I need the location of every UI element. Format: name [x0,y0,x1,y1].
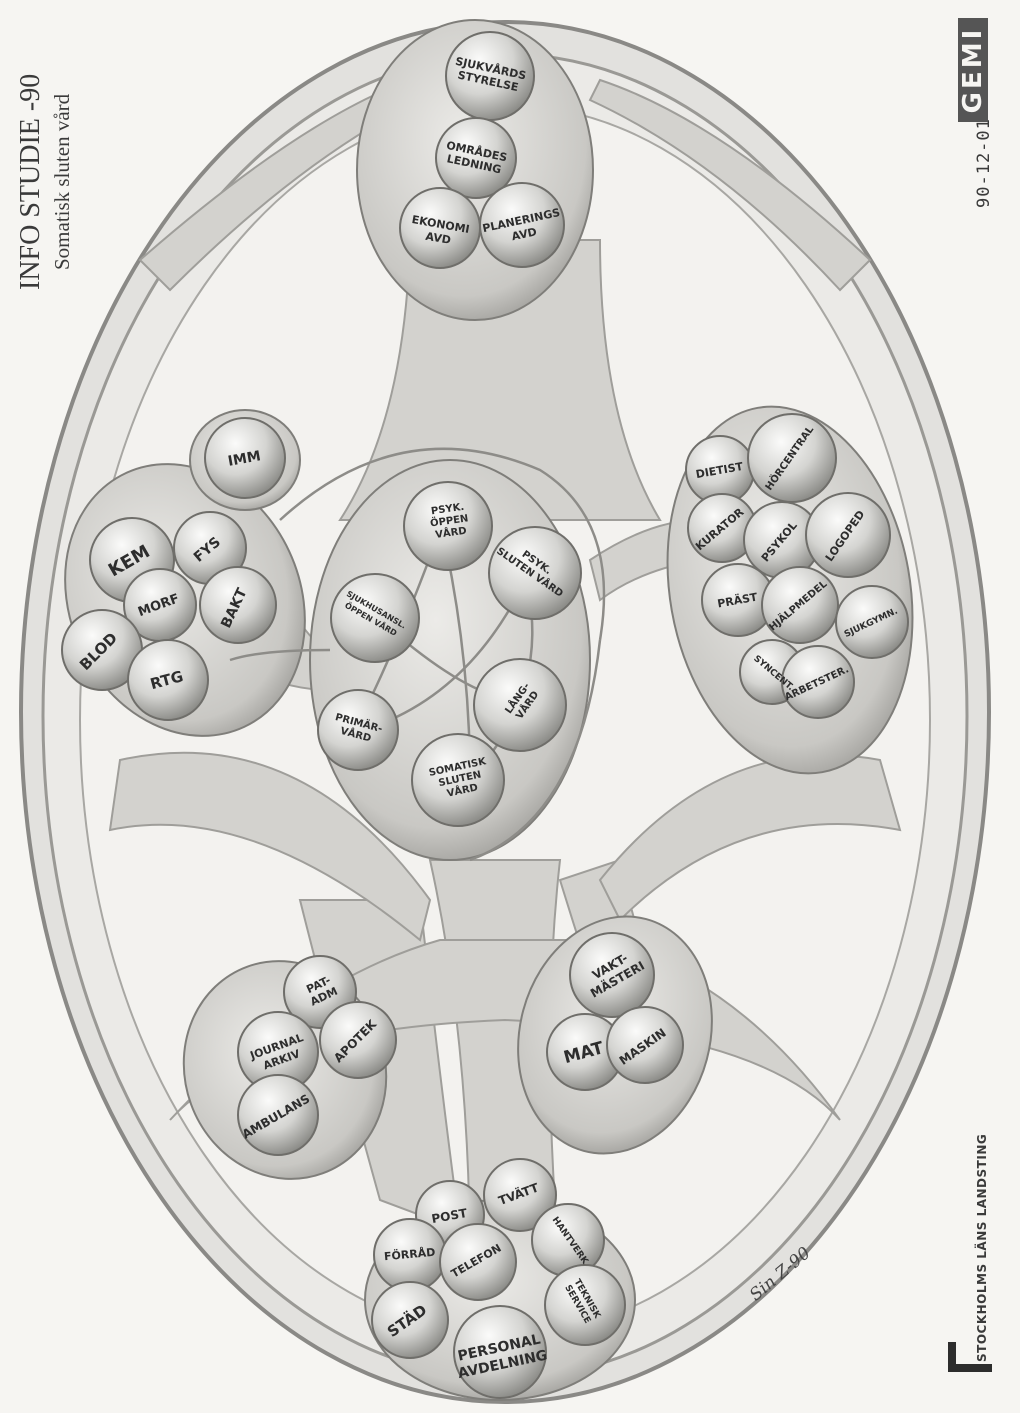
page-subtitle: Somatisk sluten vård [48,94,76,270]
page-title: INFO STUDIE -90 [14,74,48,290]
publisher-name: STOCKHOLMS LÄNS LANDSTING [975,1134,989,1362]
gemi-logo: GEMI [958,18,988,122]
date-stamp: 90-12-01 [974,118,994,208]
